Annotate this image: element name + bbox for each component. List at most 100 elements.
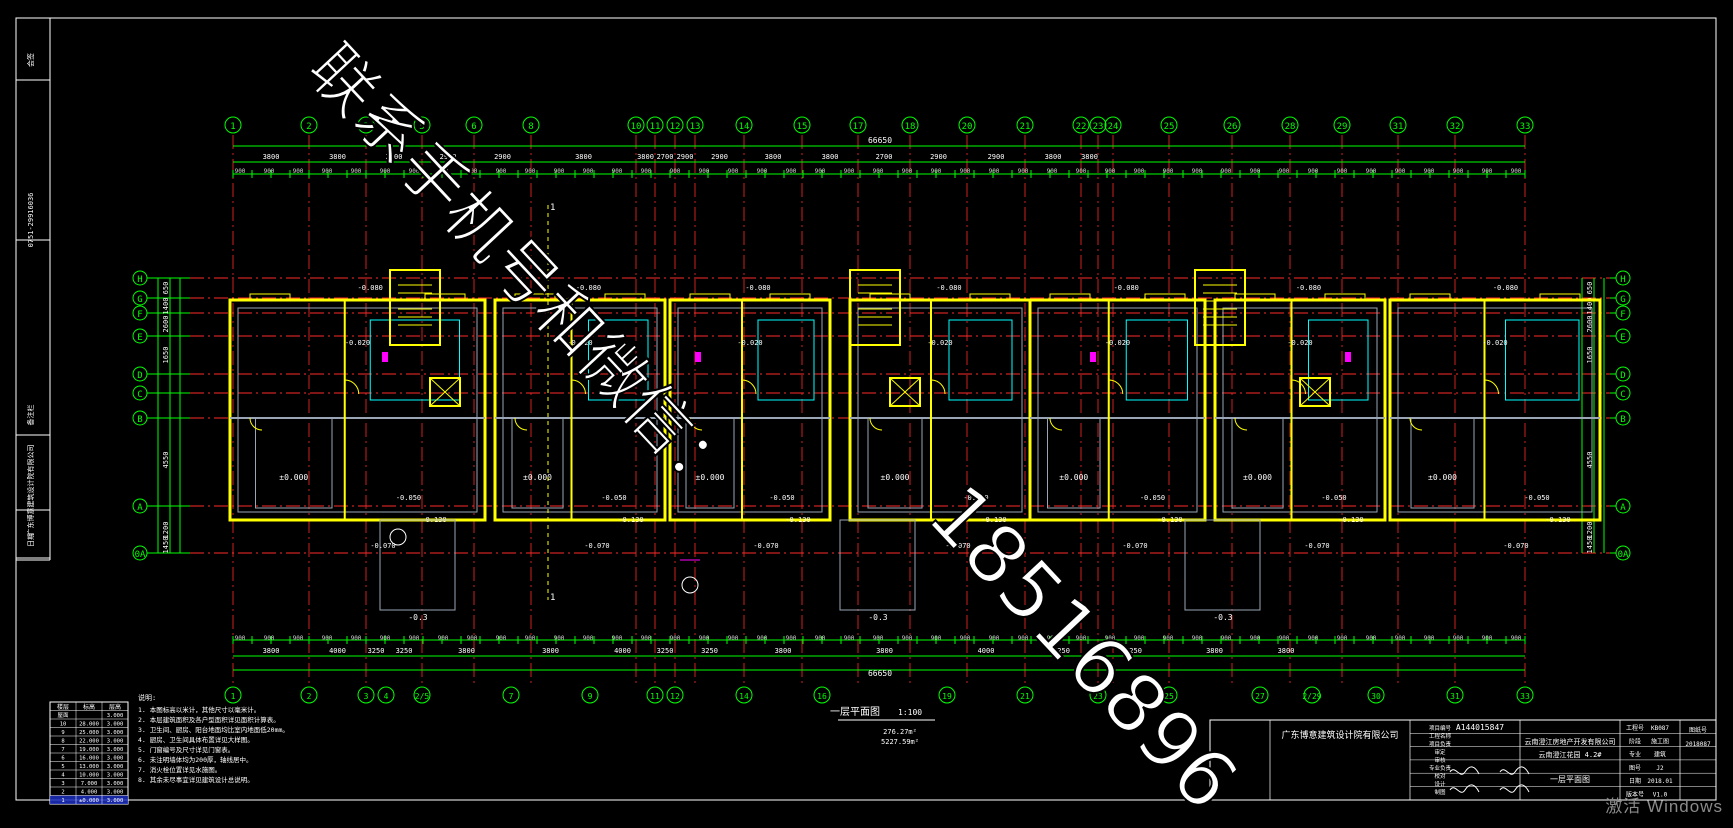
dim-bay-bottom: 3800 xyxy=(775,647,792,655)
grid-label-left: H xyxy=(137,275,142,285)
grid-label-bottom: 12 xyxy=(670,692,680,701)
title-right-value: 建筑 xyxy=(1654,751,1666,759)
detail-callout xyxy=(681,576,699,594)
door-swing xyxy=(1108,379,1124,395)
dim-detail-bottom: 900 xyxy=(525,635,536,642)
notes-line: 1. 本图标高以米计，其他尺寸以毫米计。 xyxy=(138,705,260,714)
grid-bubble-top xyxy=(686,116,704,134)
dim-bay-bottom: 4000 xyxy=(978,647,995,655)
grid-bubble-bottom xyxy=(1446,686,1464,704)
dim-detail-bottom: 900 xyxy=(1221,635,1232,642)
dim-detail-bottom: 900 xyxy=(1453,635,1464,642)
dim-detail-top: 900 xyxy=(1395,168,1406,175)
strip-label: 广东博意建筑设计院有限公司 xyxy=(26,445,35,536)
dim-row-right: 1400 xyxy=(1586,298,1594,315)
level-table-cell: 3.000 xyxy=(107,713,124,719)
dim-detail-top: 900 xyxy=(1221,168,1232,175)
dim-detail-top: 900 xyxy=(438,168,449,175)
grid-bubble-bottom xyxy=(357,686,375,704)
dim-detail-top: 900 xyxy=(235,168,246,175)
grid-bubble-top xyxy=(1389,116,1407,134)
unit-inner-wall xyxy=(857,307,1023,513)
dim-detail-top: 900 xyxy=(641,168,652,175)
door-swing xyxy=(344,379,360,395)
dim-detail-top: 900 xyxy=(409,168,420,175)
elevator-shaft xyxy=(1299,377,1331,407)
dim-detail-top: 900 xyxy=(670,168,681,175)
elevation-label: ±0.000 xyxy=(279,473,308,482)
grid-label-top: 28 xyxy=(1285,122,1296,132)
dim-detail-bottom: 900 xyxy=(1134,635,1145,642)
elevation-label: -0.130 xyxy=(785,516,810,524)
grid-label-top: 24 xyxy=(1108,122,1119,132)
grid-bubble-top xyxy=(1016,116,1034,134)
grid-label-bottom: 33 xyxy=(1520,692,1530,701)
dim-detail-top: 900 xyxy=(525,168,536,175)
dim-detail-top: 900 xyxy=(1250,168,1261,175)
dim-detail-bottom: 900 xyxy=(902,635,913,642)
elevation-label: -0.080 xyxy=(1114,284,1139,292)
title-cert-no: A144015847 xyxy=(1456,723,1504,732)
dim-detail-bottom: 900 xyxy=(1192,635,1203,642)
dim-bay-top: 3800 xyxy=(329,153,346,161)
dim-bay-top: 3800 xyxy=(1081,153,1098,161)
dim-detail-bottom: 900 xyxy=(1163,635,1174,642)
grid-label-left: E xyxy=(137,333,142,343)
dim-detail-bottom: 900 xyxy=(960,635,971,642)
signature xyxy=(1499,784,1530,793)
unit-outer-wall xyxy=(493,298,667,522)
grid-label-top: 6 xyxy=(471,122,476,132)
dim-row-left: 1650 xyxy=(162,347,170,364)
notes-line: 4. 厨房、卫生间具体布置详见大样图。 xyxy=(138,735,254,744)
dim-detail-bottom: 900 xyxy=(1366,635,1377,642)
column-marker xyxy=(1090,352,1096,362)
grid-label-bottom: 25 xyxy=(1164,692,1174,701)
dim-row-right: 1200 xyxy=(1586,522,1594,539)
dim-row-left: 2600 xyxy=(162,316,170,333)
dim-row-right: 2600 xyxy=(1586,316,1594,333)
grid-label-right: 0A xyxy=(1618,550,1629,560)
dim-row-left: 650 xyxy=(162,282,170,295)
dim-detail-bottom: 900 xyxy=(1105,635,1116,642)
dim-detail-bottom: 900 xyxy=(873,635,884,642)
grid-label-bottom: 7 xyxy=(509,692,514,701)
elevation-label: -0.020 xyxy=(1482,339,1507,347)
grid-label-bottom: 27 xyxy=(1255,692,1265,701)
grid-label-top: 2 xyxy=(306,122,311,132)
level-table-cell: 2 xyxy=(61,790,64,796)
elevation-label: -0.020 xyxy=(1105,339,1130,347)
dim-row-left: 1200 xyxy=(162,522,170,539)
grid-bubble-top xyxy=(1446,116,1464,134)
title-right-label: 阶段 xyxy=(1629,737,1641,745)
left-strip-box xyxy=(15,17,51,559)
dim-bay-top: 2700 xyxy=(386,153,403,161)
level-table-cell: 3.000 xyxy=(107,739,124,745)
level-table-cell: 5 xyxy=(61,764,64,770)
dim-bay-bottom: 3250 xyxy=(368,647,385,655)
strip-label: 日期 xyxy=(27,533,35,547)
elevation-label: ±0.000 xyxy=(1059,473,1088,482)
dim-detail-top: 900 xyxy=(1511,168,1522,175)
elevation-label: -0.080 xyxy=(936,284,961,292)
activate-windows-notice: 激活 Windows xyxy=(1605,797,1723,816)
grid-bubble-bottom xyxy=(1516,686,1534,704)
title-drawing-name: 一层平面图 xyxy=(1550,775,1590,784)
grid-label-top: 17 xyxy=(853,122,864,132)
elevation-label: -0.080 xyxy=(745,284,770,292)
elevation-label: -0.070 xyxy=(753,542,778,550)
door-swing xyxy=(1409,417,1423,431)
dim-bay-top: 2700 xyxy=(876,153,893,161)
grid-label-right: G xyxy=(1620,295,1625,305)
dim-detail-top: 900 xyxy=(815,168,826,175)
plan-scale: 1:100 xyxy=(898,708,922,717)
dim-detail-bottom: 900 xyxy=(1424,635,1435,642)
elevator-shaft xyxy=(429,377,461,407)
section-marker-bottom: 1 xyxy=(550,593,555,603)
elevation-label: -0.080 xyxy=(576,284,601,292)
dim-detail-top: 900 xyxy=(293,168,304,175)
level-table-cell: 28.000 xyxy=(79,722,99,728)
grid-bubble-bottom xyxy=(1367,686,1385,704)
unit-outer-wall xyxy=(228,298,487,522)
